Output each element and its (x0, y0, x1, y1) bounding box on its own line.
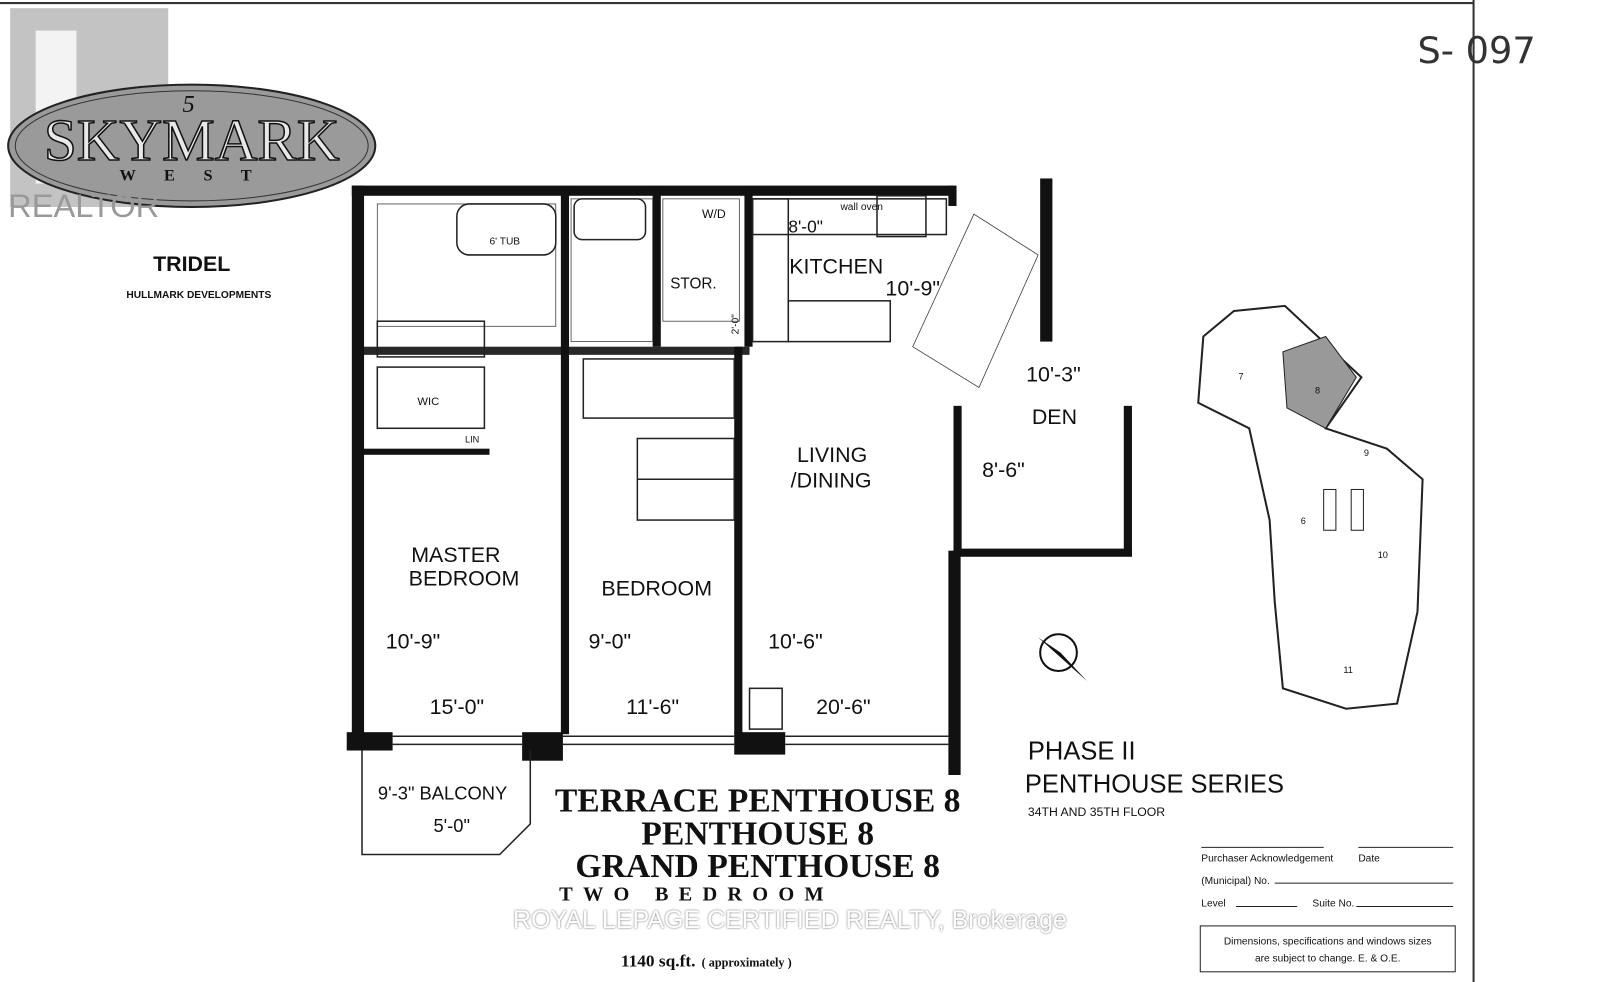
balcony-outline (361, 750, 532, 856)
bedroom-closet (582, 358, 735, 419)
tridel-logo: TRIDEL (153, 252, 230, 276)
windows (392, 735, 949, 746)
keyplan-unit-8: 8 (1315, 386, 1320, 396)
master-width: 10'-9" (386, 630, 441, 654)
kitchen-width: 8'-0" (788, 216, 823, 236)
handwritten-stamp: S- 097 (1417, 29, 1535, 72)
master-bedroom-label: MASTER (411, 543, 500, 567)
storage-label: STOR. (670, 276, 716, 293)
storage-dim: 2'-0" (730, 314, 741, 335)
wic-label: WIC (417, 396, 439, 408)
dining-label: /DINING (791, 468, 872, 492)
municipal-no-label: (Municipal) No. (1201, 876, 1270, 887)
duct (748, 687, 783, 730)
title-terrace-penthouse: TERRACE PENTHOUSE 8 (555, 783, 961, 820)
area-text: 1140 sq.ft. (621, 952, 696, 971)
acknowledgement-form (1199, 846, 1456, 973)
bathroom-tiles (376, 198, 740, 358)
kitchen-length: 10'-9" (885, 277, 940, 301)
walk-in-closet (376, 366, 486, 430)
logo-mark: 5 (183, 91, 195, 118)
lin-label: LIN (465, 435, 479, 445)
realtor-watermark-text: REALTOR (8, 187, 159, 224)
living-length: 20'-6" (816, 695, 871, 719)
logo-ellipse (7, 83, 377, 209)
master-length: 15'-0" (430, 695, 485, 719)
north-compass-icon (1038, 633, 1088, 682)
washer-dryer-label: W/D (702, 207, 726, 221)
tub-label: 6' TUB (489, 237, 520, 248)
kitchen-counters (751, 195, 948, 343)
hullmark-text: HULLMARK DEVELOPMENTS (126, 290, 271, 301)
balcony-depth: 5'-0" (433, 815, 470, 836)
keyplan-unit-9: 9 (1364, 448, 1369, 458)
date-label: Date (1358, 854, 1380, 865)
keyplan-unit-11: 11 (1343, 665, 1353, 675)
keyplan-unit-7: 7 (1239, 371, 1244, 381)
bedroom-label: BEDROOM (601, 577, 712, 601)
floors-label: 34TH AND 35TH FLOOR (1028, 805, 1165, 819)
key-plan: 7 8 9 6 10 11 (1197, 304, 1424, 710)
living-label: LIVING (797, 443, 867, 467)
title-penthouse: PENTHOUSE 8 (641, 815, 874, 852)
walls (346, 178, 1132, 775)
foyer-tiles (912, 213, 1039, 389)
area-note: ( approximately ) (702, 956, 792, 970)
wall-oven-label: wall oven (839, 202, 882, 213)
skymark-logo: SKYMARK W E S T 5 REALTOR (7, 8, 377, 224)
title-two-bedroom: TWO BEDROOM (559, 883, 834, 905)
title-grand-penthouse: GRAND PENTHOUSE 8 (575, 848, 939, 885)
den-length: 10'-3" (1026, 362, 1081, 386)
keyplan-unit-10: 10 (1378, 550, 1388, 560)
phase-label: PHASE II (1028, 738, 1136, 766)
balcony-label: 9'-3" BALCONY (378, 782, 507, 803)
bedroom-width: 9'-0" (589, 630, 632, 654)
series-label: PENTHOUSE SERIES (1025, 770, 1284, 798)
kitchen-label: KITCHEN (789, 254, 883, 278)
suite-no-label: Suite No. (1312, 899, 1354, 910)
logo-sub-text: W E S T (120, 165, 264, 184)
keyplan-unit-6: 6 (1301, 516, 1306, 526)
disclaimer-line-1: Dimensions, specifications and windows s… (1224, 936, 1432, 947)
level-label: Level (1201, 899, 1225, 910)
master-bedroom-label-2: BEDROOM (409, 566, 520, 590)
den-label: DEN (1032, 405, 1077, 429)
logo-brand-text: SKYMARK (44, 107, 340, 173)
living-width: 10'-6" (768, 630, 823, 654)
disclaimer-line-2: are subject to change. E. & O.E. (1255, 954, 1401, 965)
purchaser-ack-label: Purchaser Acknowledgement (1201, 854, 1333, 865)
bedroom-length: 11'-6" (626, 695, 679, 719)
den-width: 8'-6" (982, 458, 1025, 482)
brokerage-watermark: ROYAL LEPAGE CERTIFIED REALTY, Brokerage (480, 905, 1100, 935)
